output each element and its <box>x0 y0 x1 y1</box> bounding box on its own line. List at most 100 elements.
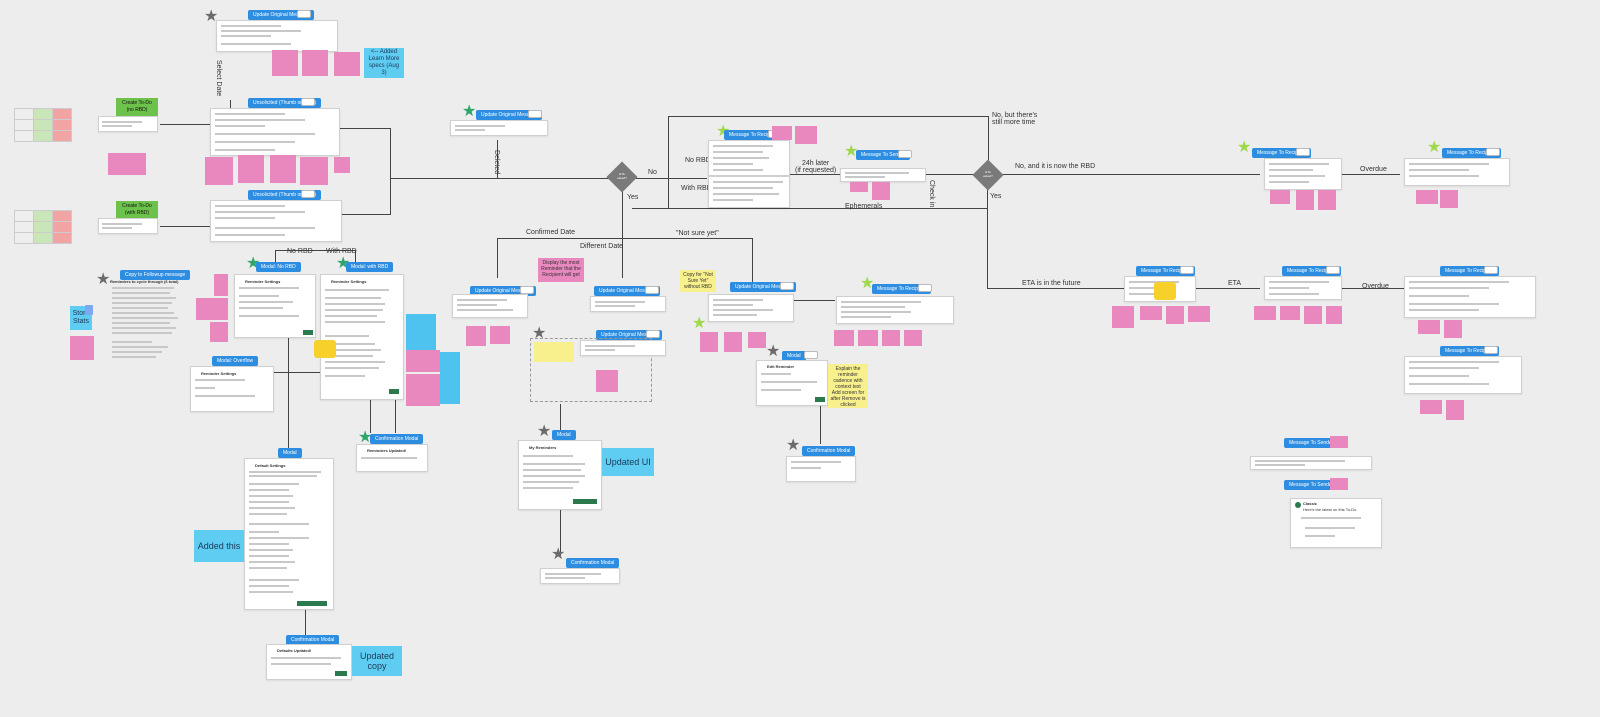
label-eta: ETA <box>1228 280 1242 287</box>
toggle-mtr-2[interactable] <box>918 284 932 292</box>
toggle-top[interactable] <box>297 10 311 18</box>
pink-note-right-modal-1 <box>406 350 440 372</box>
label-different-date: Different Date <box>580 243 624 250</box>
note-updated-copy: Updated copy <box>352 646 402 676</box>
label-not-sure-yet: "Not sure yet" <box>676 230 719 237</box>
pink-note-r5a <box>1112 306 1134 328</box>
star-green-icon-6: ★ <box>844 143 859 160</box>
pink-note-mid-2 <box>238 155 264 183</box>
pink-note-r5b <box>1140 306 1162 320</box>
avatar <box>1295 502 1301 508</box>
toggle-unsolicited-2[interactable] <box>301 190 315 198</box>
confirmation-modal-4: Confirmation Modal <box>802 446 856 456</box>
save-edit-button[interactable] <box>815 397 825 402</box>
pink-note-mtr-2a <box>834 330 854 346</box>
card-default-settings: Default Settings <box>244 458 334 610</box>
modal-with-rbd: Modal: with RBD <box>346 262 394 272</box>
label-overdue-2: Overdue <box>1362 283 1389 290</box>
pink-note-not-sure-1 <box>700 332 718 352</box>
card-reminders-updated-4 <box>786 456 856 482</box>
toggle-different[interactable] <box>645 286 659 294</box>
pink-note-top-1 <box>272 50 298 76</box>
update-reminders-button[interactable] <box>573 499 597 504</box>
toggle-mtr-8[interactable] <box>1484 346 1498 354</box>
toggle-mid[interactable] <box>646 330 660 338</box>
card-reminders-updated-3 <box>540 568 620 584</box>
toggle-confirmed[interactable] <box>520 286 534 294</box>
message-to-sender-2: Message To Sender <box>1284 438 1339 448</box>
note-added-learn-more: <-- Added Learn More specs (Aug 3) <box>364 48 404 78</box>
pink-note-r6d <box>1326 306 1342 324</box>
toggle-mtr-5[interactable] <box>1180 266 1194 274</box>
yellow-card-mid <box>534 342 574 362</box>
reminder-settings-title-3: Reminder Settings <box>201 371 237 376</box>
status-table-2 <box>14 210 72 244</box>
star-gray-icon-3: ★ <box>532 325 547 342</box>
toggle-mtr-4[interactable] <box>1486 148 1500 156</box>
message-to-recipient-4: Message To Recipient <box>1442 148 1502 158</box>
toggle-mtr-7[interactable] <box>1484 266 1498 274</box>
label-no-rbd: No RBD <box>287 248 313 255</box>
ok-button-defaults[interactable] <box>335 671 347 676</box>
default-settings-title: Default Settings <box>255 463 286 468</box>
toggle-unsolicited-1[interactable] <box>301 98 315 106</box>
modal-overflow: Modal: Overflow <box>212 356 259 366</box>
save-button-2[interactable] <box>389 389 399 394</box>
update-original-message-not-sure: Update Original Message <box>730 282 797 292</box>
card-mtr-3 <box>1264 158 1342 190</box>
pink-note-r6b <box>1280 306 1300 320</box>
dashed-region <box>530 338 652 402</box>
unsolicited-1: Unsolicited (Thumb on TBD) <box>248 98 321 108</box>
pink-note-r4a <box>1416 190 1438 204</box>
label-no-but-more-time: No, but there's still more time <box>992 112 1038 126</box>
pink-note-left <box>108 153 146 175</box>
copy-to-followup: Copy to Followup message <box>120 270 191 280</box>
pink-note-mtr-2b <box>858 330 878 346</box>
pink-note-mtr-1 <box>772 126 792 140</box>
modal-edit: Modal <box>782 351 806 361</box>
toggle-edit[interactable] <box>804 351 818 359</box>
label-no: No <box>648 169 657 176</box>
toggle-mtr-3[interactable] <box>1296 148 1310 156</box>
card-mtr-2 <box>836 296 954 324</box>
update-original-message-deleted: Update Original Message <box>476 110 543 120</box>
label-eta-future: ETA is in the future <box>1022 280 1081 287</box>
star-green-icon-9: ★ <box>1237 139 1252 156</box>
card-mtr-with-rbd <box>708 176 790 208</box>
card-mtr-no-rbd <box>708 140 790 176</box>
update-original-message-confirmed: Update Original Message <box>470 286 537 296</box>
card-deleted <box>450 120 548 136</box>
create-todo-card-2 <box>98 218 158 234</box>
card-classic-message: Classic Here's the latest on this To-Do <box>1290 498 1382 548</box>
yellow-note-explain: Explain the reminder cadence with contex… <box>828 364 868 390</box>
message-to-sender-1: Message To Sender <box>856 150 911 160</box>
save-button-1[interactable] <box>303 330 313 335</box>
card-reminders-updated-1: Reminders Updated! <box>356 444 428 472</box>
save-defaults-button[interactable] <box>297 601 327 606</box>
toggle-deleted[interactable] <box>528 110 542 118</box>
note-updated-ui: Updated UI <box>602 448 654 476</box>
pink-note-r5d <box>1188 306 1210 322</box>
toggle-mtr-6[interactable] <box>1326 266 1340 274</box>
pink-note-mts-1 <box>850 182 868 192</box>
pink-note-learn-more <box>334 52 360 76</box>
pink-note-r8b <box>1446 400 1464 420</box>
message-to-sender-3: Message To Sender <box>1284 480 1339 490</box>
toggle-mts-1[interactable] <box>898 150 912 158</box>
toggle-not-sure[interactable] <box>780 282 794 290</box>
card-mid <box>580 340 666 356</box>
card-unsolicited-1 <box>210 108 340 156</box>
pink-note-modal-1 <box>214 274 228 296</box>
star-gray-icon-6: ★ <box>766 343 781 360</box>
pink-note-right-modal-2 <box>406 374 440 406</box>
edit-reminder-title: Edit Reminder <box>767 364 795 369</box>
note-added-this: Added this <box>194 530 244 562</box>
pink-note-confirmed-1 <box>466 326 486 346</box>
card-mts-2 <box>1250 456 1372 470</box>
card-not-sure <box>708 294 794 322</box>
message-to-recipient-5: Message To Recipient <box>1136 266 1196 276</box>
blue-screen-preview <box>440 352 460 404</box>
message-to-recipient-1: Message To Recipient <box>724 130 784 140</box>
card-mtr-6 <box>1264 276 1342 300</box>
update-original-message-top: Update Original Message <box>248 10 315 20</box>
